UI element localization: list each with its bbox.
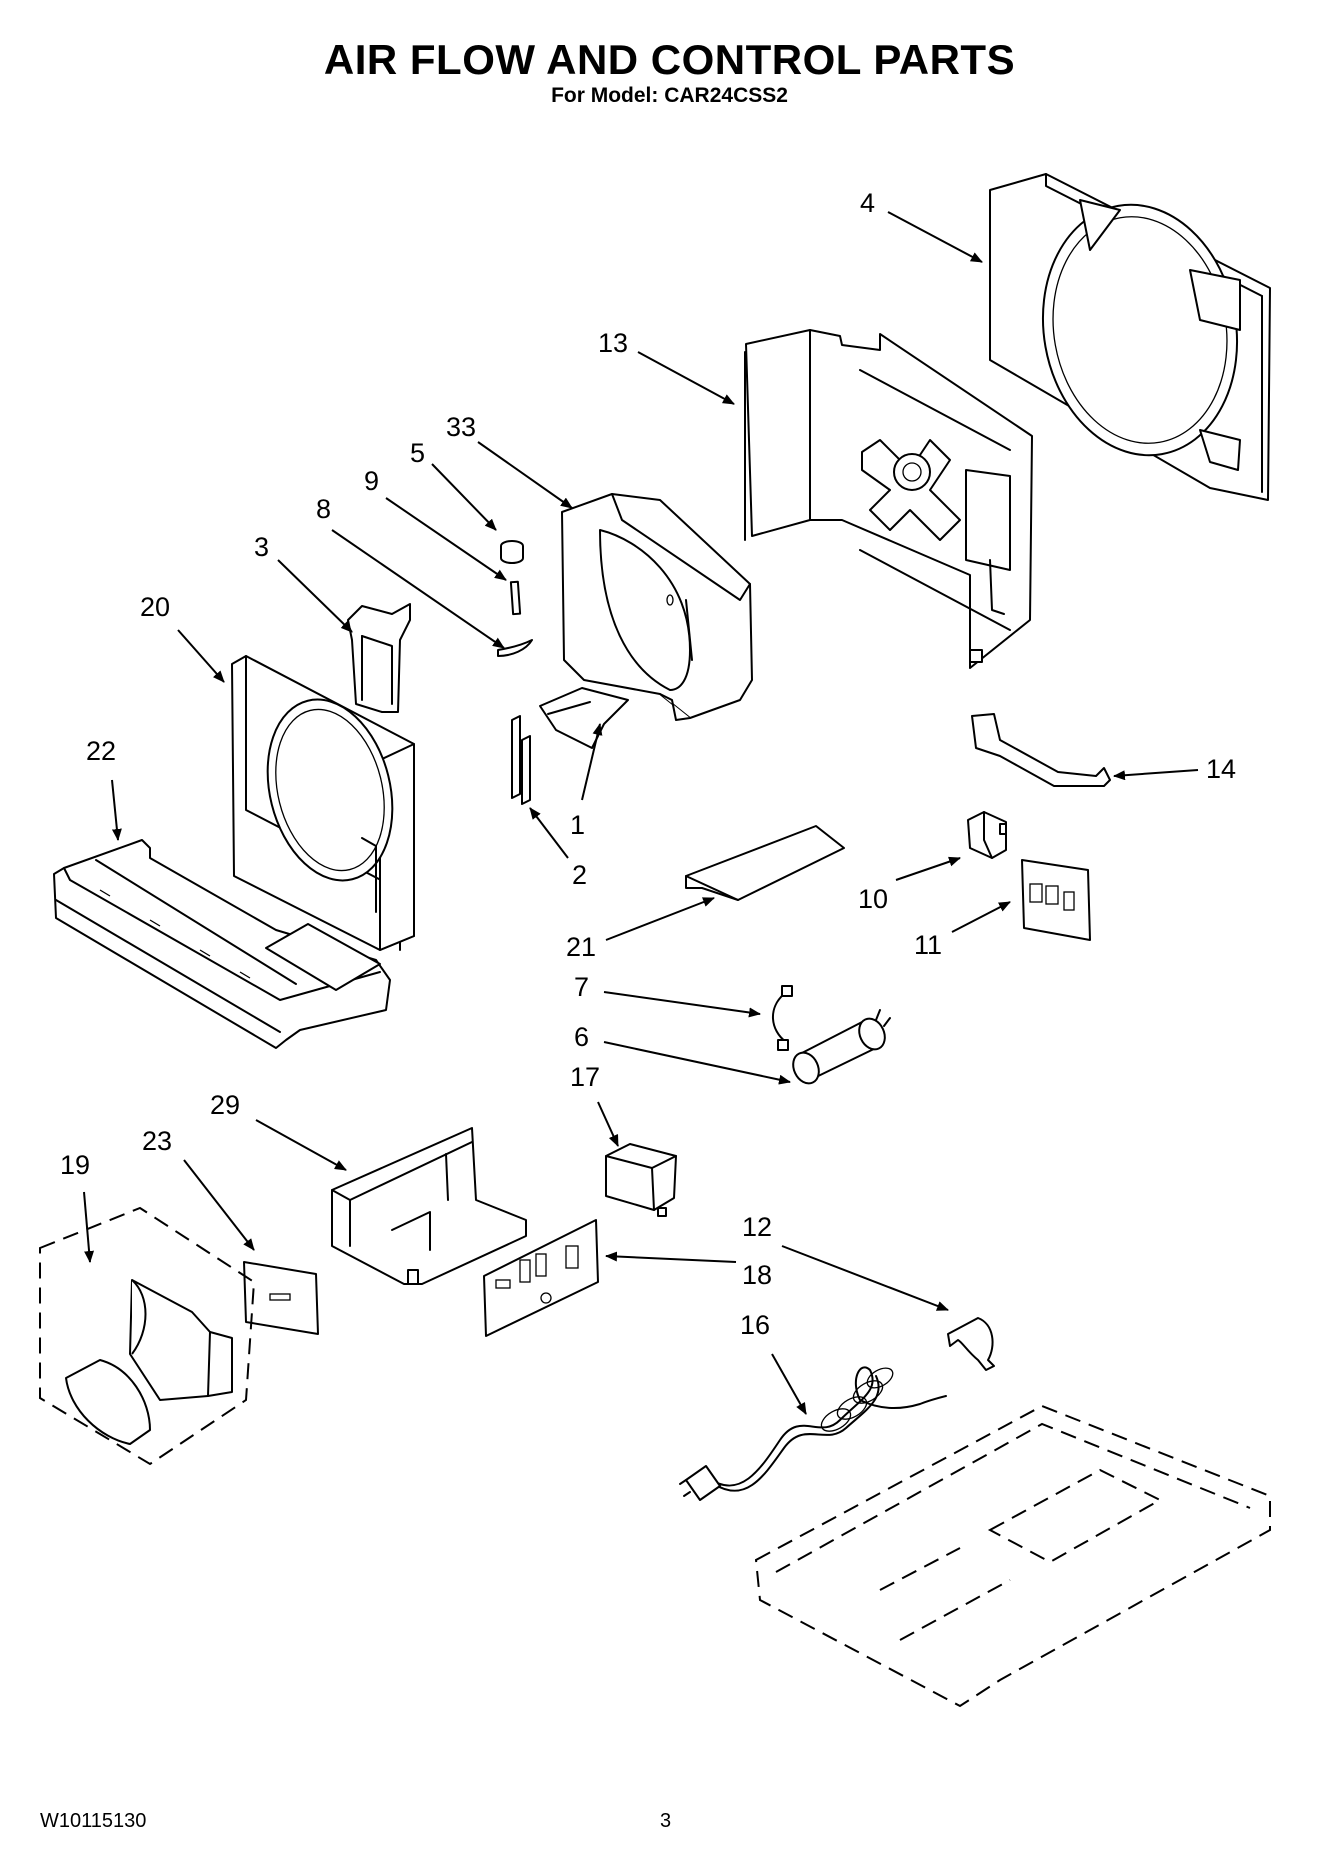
base-cabinet-outline [754, 1404, 1271, 1708]
callout-20: 20 [140, 592, 170, 622]
part-22-label [243, 1261, 319, 1335]
callout-23: 22 [86, 736, 116, 766]
callout-7: 7 [574, 972, 589, 1002]
part-23-base-pan [53, 839, 391, 1049]
part-18-control-board [483, 1219, 599, 1337]
callout-10: 10 [858, 884, 888, 914]
part-2-strips [511, 715, 531, 805]
callout-19: 19 [60, 1150, 90, 1180]
page-number: 3 [660, 1810, 672, 1832]
part-9-clip [509, 580, 522, 616]
part-20-front-panel [231, 655, 415, 951]
part-8-spring [497, 639, 533, 657]
part-16-power-cord [679, 1366, 947, 1501]
model-subtitle: For Model: CAR24CSS2 [551, 84, 788, 107]
part-11-board [1021, 859, 1091, 941]
callout-14: 14 [1206, 754, 1236, 784]
callout-2: 2 [572, 860, 587, 890]
part-29-control-housing [331, 1127, 527, 1285]
callout-3: 3 [254, 532, 269, 562]
part-21-tray [685, 825, 845, 901]
part-14-sensor-bracket [971, 713, 1111, 787]
callout-8: 8 [316, 494, 331, 524]
part-17-transformer [605, 1143, 677, 1217]
callout-17: 17 [570, 1062, 600, 1092]
part-4-condenser-shroud [989, 173, 1271, 501]
callout-21: 21 [566, 932, 596, 962]
callout-18: 18 [742, 1260, 772, 1290]
document-number: W10115130 [40, 1810, 147, 1832]
callout-29: 29 [210, 1090, 240, 1120]
part-33-blower-housing [561, 493, 753, 721]
leader-lines [83, 211, 1199, 1415]
part-19-control-panel-assembly [39, 1206, 256, 1466]
callout-1: 1 [570, 810, 585, 840]
callout-22: 23 [142, 1126, 172, 1156]
part-1-bracket [539, 687, 629, 749]
part-6-capacitor [792, 1009, 891, 1085]
callout-12: 12 [742, 1212, 772, 1242]
part-5-cap [500, 540, 524, 564]
part-10-relay [967, 811, 1007, 859]
callout-5: 5 [410, 438, 425, 468]
part-13-fan-bulkhead [744, 329, 1033, 669]
callout-labels: 4 13 33 5 9 8 3 20 22 1 2 14 10 11 21 7 … [60, 188, 1236, 1340]
callout-13: 13 [598, 328, 628, 358]
callout-33: 33 [446, 412, 476, 442]
callout-11: 11 [914, 930, 942, 960]
callout-9: 9 [364, 466, 379, 496]
callout-4: 4 [860, 188, 875, 218]
page-title: AIR FLOW AND CONTROL PARTS [323, 36, 1016, 83]
part-7-strap [772, 985, 793, 1051]
callout-16: 16 [740, 1310, 770, 1340]
callout-6: 6 [574, 1022, 589, 1052]
part-12-bracket [947, 1317, 995, 1371]
part-3-bracket [347, 603, 411, 713]
